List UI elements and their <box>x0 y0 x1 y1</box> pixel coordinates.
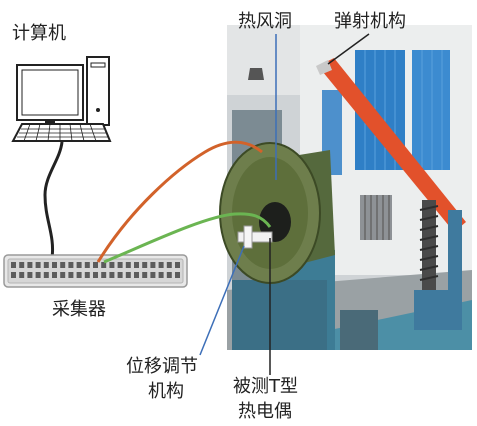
collector-pin <box>19 262 25 268</box>
collector-pin <box>60 272 66 278</box>
collector-pin <box>109 272 115 278</box>
positioner-label-line2: 机构 <box>148 381 184 402</box>
collector-pin <box>117 272 123 278</box>
launcher-label: 弹射机构 <box>334 11 406 32</box>
collector-pin <box>76 262 82 268</box>
collector-pin <box>19 272 25 278</box>
collector-pin <box>142 272 148 278</box>
collector-pin <box>142 262 148 268</box>
collector-pin <box>68 272 74 278</box>
collector-pin <box>175 262 180 268</box>
leader-positioner <box>199 245 245 356</box>
collector-pin <box>158 262 164 268</box>
collector-pin <box>43 272 49 278</box>
collector-pin <box>134 272 139 278</box>
collector-pin <box>52 262 57 268</box>
collector-label: 采集器 <box>52 299 106 320</box>
collector-pin <box>93 272 98 278</box>
collector-pin <box>68 262 74 268</box>
thermocouple-label-line1: 被测T型 <box>233 376 298 397</box>
collector-pin <box>11 272 16 278</box>
collector-pin <box>125 262 131 268</box>
collector-pin <box>109 262 115 268</box>
collector-pin <box>27 272 33 278</box>
collector-pin <box>166 272 172 278</box>
wind-tunnel-label: 热风洞 <box>238 11 292 32</box>
collector-pin <box>134 262 139 268</box>
positioner-label-line1: 位移调节 <box>126 356 198 377</box>
computer-label: 计算机 <box>12 23 66 44</box>
collector-pin <box>43 262 49 268</box>
collector-pin <box>158 272 164 278</box>
thermocouple-label-line2: 热电偶 <box>238 401 292 422</box>
lab-photo <box>219 25 472 350</box>
collector-pin <box>93 262 98 268</box>
collector-pin <box>150 272 156 278</box>
computer-icon <box>11 56 112 142</box>
collector-pin <box>35 262 41 268</box>
leader-launcher <box>327 33 370 65</box>
collector-pin <box>35 272 41 278</box>
collector-pin <box>60 262 66 268</box>
collector-device <box>3 254 188 288</box>
collector-pin <box>52 272 57 278</box>
orange-cable <box>96 140 263 263</box>
green-cable <box>103 212 272 264</box>
collector-pin <box>101 272 107 278</box>
collector-pin <box>76 272 82 278</box>
collector-pin <box>101 262 107 268</box>
collector-pin <box>166 262 172 268</box>
collector-terminals <box>11 262 180 278</box>
collector-pin <box>84 272 90 278</box>
collector-pin <box>27 262 33 268</box>
collector-pin <box>117 262 123 268</box>
collector-pin <box>150 262 156 268</box>
collector-pin <box>125 272 131 278</box>
collector-pin <box>11 262 16 268</box>
collector-pin <box>84 262 90 268</box>
collector-pin <box>175 272 180 278</box>
computer-collector-cable <box>43 141 64 259</box>
